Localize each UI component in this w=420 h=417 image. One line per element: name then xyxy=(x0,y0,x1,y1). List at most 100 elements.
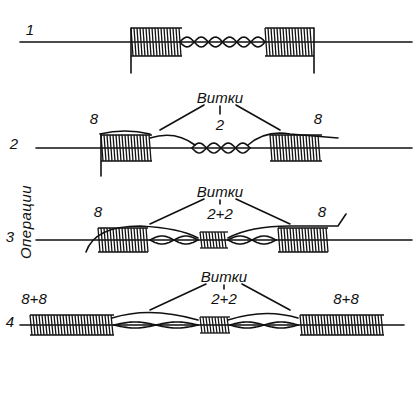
coil-turn xyxy=(48,315,50,335)
coil-turn xyxy=(125,135,127,161)
coil-turn xyxy=(224,232,226,248)
coil-turn xyxy=(107,135,109,161)
coil-turn xyxy=(348,315,350,335)
coil-turn xyxy=(293,228,295,252)
wire-tail xyxy=(248,133,338,145)
coil-edge xyxy=(200,231,228,232)
coil-edge xyxy=(98,251,148,252)
coil-turn xyxy=(99,315,101,335)
coil-turn xyxy=(298,28,300,56)
coil-turn xyxy=(101,135,103,161)
coil-turn xyxy=(69,315,71,335)
coil-turn xyxy=(283,28,285,56)
coil-turn xyxy=(286,28,288,56)
coil-turn xyxy=(295,28,297,56)
coil-turn xyxy=(72,315,74,335)
coil-turn xyxy=(276,135,278,161)
coil-turn xyxy=(299,228,301,252)
coil-turn xyxy=(282,135,284,161)
coil-edge xyxy=(265,55,314,56)
coil-turn xyxy=(110,135,112,161)
coil-turn xyxy=(300,315,302,335)
coil-turn xyxy=(309,315,311,335)
twisted-wire xyxy=(180,37,265,47)
coil-turn xyxy=(279,135,281,161)
coil-turn xyxy=(161,28,163,56)
coil-edge xyxy=(131,27,182,28)
coil-turn xyxy=(375,315,377,335)
coil-turn xyxy=(200,232,202,248)
coil-turn xyxy=(292,28,294,56)
coil-turn xyxy=(309,135,311,161)
coil-turn xyxy=(146,135,148,161)
coil-turn xyxy=(131,135,133,161)
coil-turn xyxy=(42,315,44,335)
coil-turn xyxy=(280,28,282,56)
coil-turn xyxy=(227,317,229,333)
coil-turn xyxy=(360,315,362,335)
coil-turn xyxy=(284,228,286,252)
leader-line xyxy=(219,106,221,114)
wire-tail xyxy=(100,131,150,134)
coil-turn xyxy=(113,228,115,252)
coil-turn xyxy=(308,228,310,252)
turn-count: 8 xyxy=(314,111,322,126)
coil-turn xyxy=(221,232,223,248)
coil-turn xyxy=(119,135,121,161)
leader-line xyxy=(223,285,225,289)
coil-turn xyxy=(330,315,332,335)
coil-turn xyxy=(140,28,142,56)
coil-turn xyxy=(122,228,124,252)
coil-turn xyxy=(290,228,292,252)
operations-caption: Операции xyxy=(18,185,33,259)
coil-turn xyxy=(110,228,112,252)
coil-turn xyxy=(134,28,136,56)
coil-turn xyxy=(75,315,77,335)
coil-turn xyxy=(302,228,304,252)
coil-turn xyxy=(366,315,368,335)
coil-turn xyxy=(63,315,65,335)
coil-turn xyxy=(300,135,302,161)
twisted-wire xyxy=(114,322,198,328)
coil-turn xyxy=(81,315,83,335)
coil-turn xyxy=(36,315,38,335)
coil-edge xyxy=(101,134,152,135)
leader-line xyxy=(236,105,280,130)
coil-turn xyxy=(137,28,139,56)
coil-turn xyxy=(57,315,59,335)
coil-turn xyxy=(143,228,145,252)
coil-turn xyxy=(357,315,359,335)
row-number: 4 xyxy=(6,314,14,329)
coil-turn xyxy=(140,135,142,161)
coil-turn xyxy=(101,228,103,252)
wire xyxy=(36,147,412,149)
coil-turn xyxy=(98,228,100,252)
coil-turn xyxy=(209,317,211,333)
wire-leg xyxy=(313,28,315,73)
coil-turn xyxy=(221,317,223,333)
coil-turn xyxy=(119,228,121,252)
coil-edge xyxy=(300,314,384,315)
coil-turn xyxy=(311,228,313,252)
twisted-wire xyxy=(150,236,198,244)
coil-turn xyxy=(268,28,270,56)
coil-turn xyxy=(318,135,320,161)
wire-tail xyxy=(112,312,198,320)
twisted-wire xyxy=(192,143,250,153)
coil-turn xyxy=(96,315,98,335)
coil-turn xyxy=(301,28,303,56)
coil-turn xyxy=(60,315,62,335)
coil-turn xyxy=(104,135,106,161)
coil-turn xyxy=(215,232,217,248)
twisted-wire xyxy=(180,37,265,47)
coil-turn xyxy=(271,28,273,56)
coil-turn xyxy=(381,315,383,335)
coil-turn xyxy=(321,315,323,335)
coil-turn xyxy=(84,315,86,335)
coil-turn xyxy=(128,228,130,252)
coil-turn xyxy=(33,315,35,335)
coil-turn xyxy=(265,28,267,56)
coil-turn xyxy=(113,135,115,161)
coil-turn xyxy=(291,135,293,161)
